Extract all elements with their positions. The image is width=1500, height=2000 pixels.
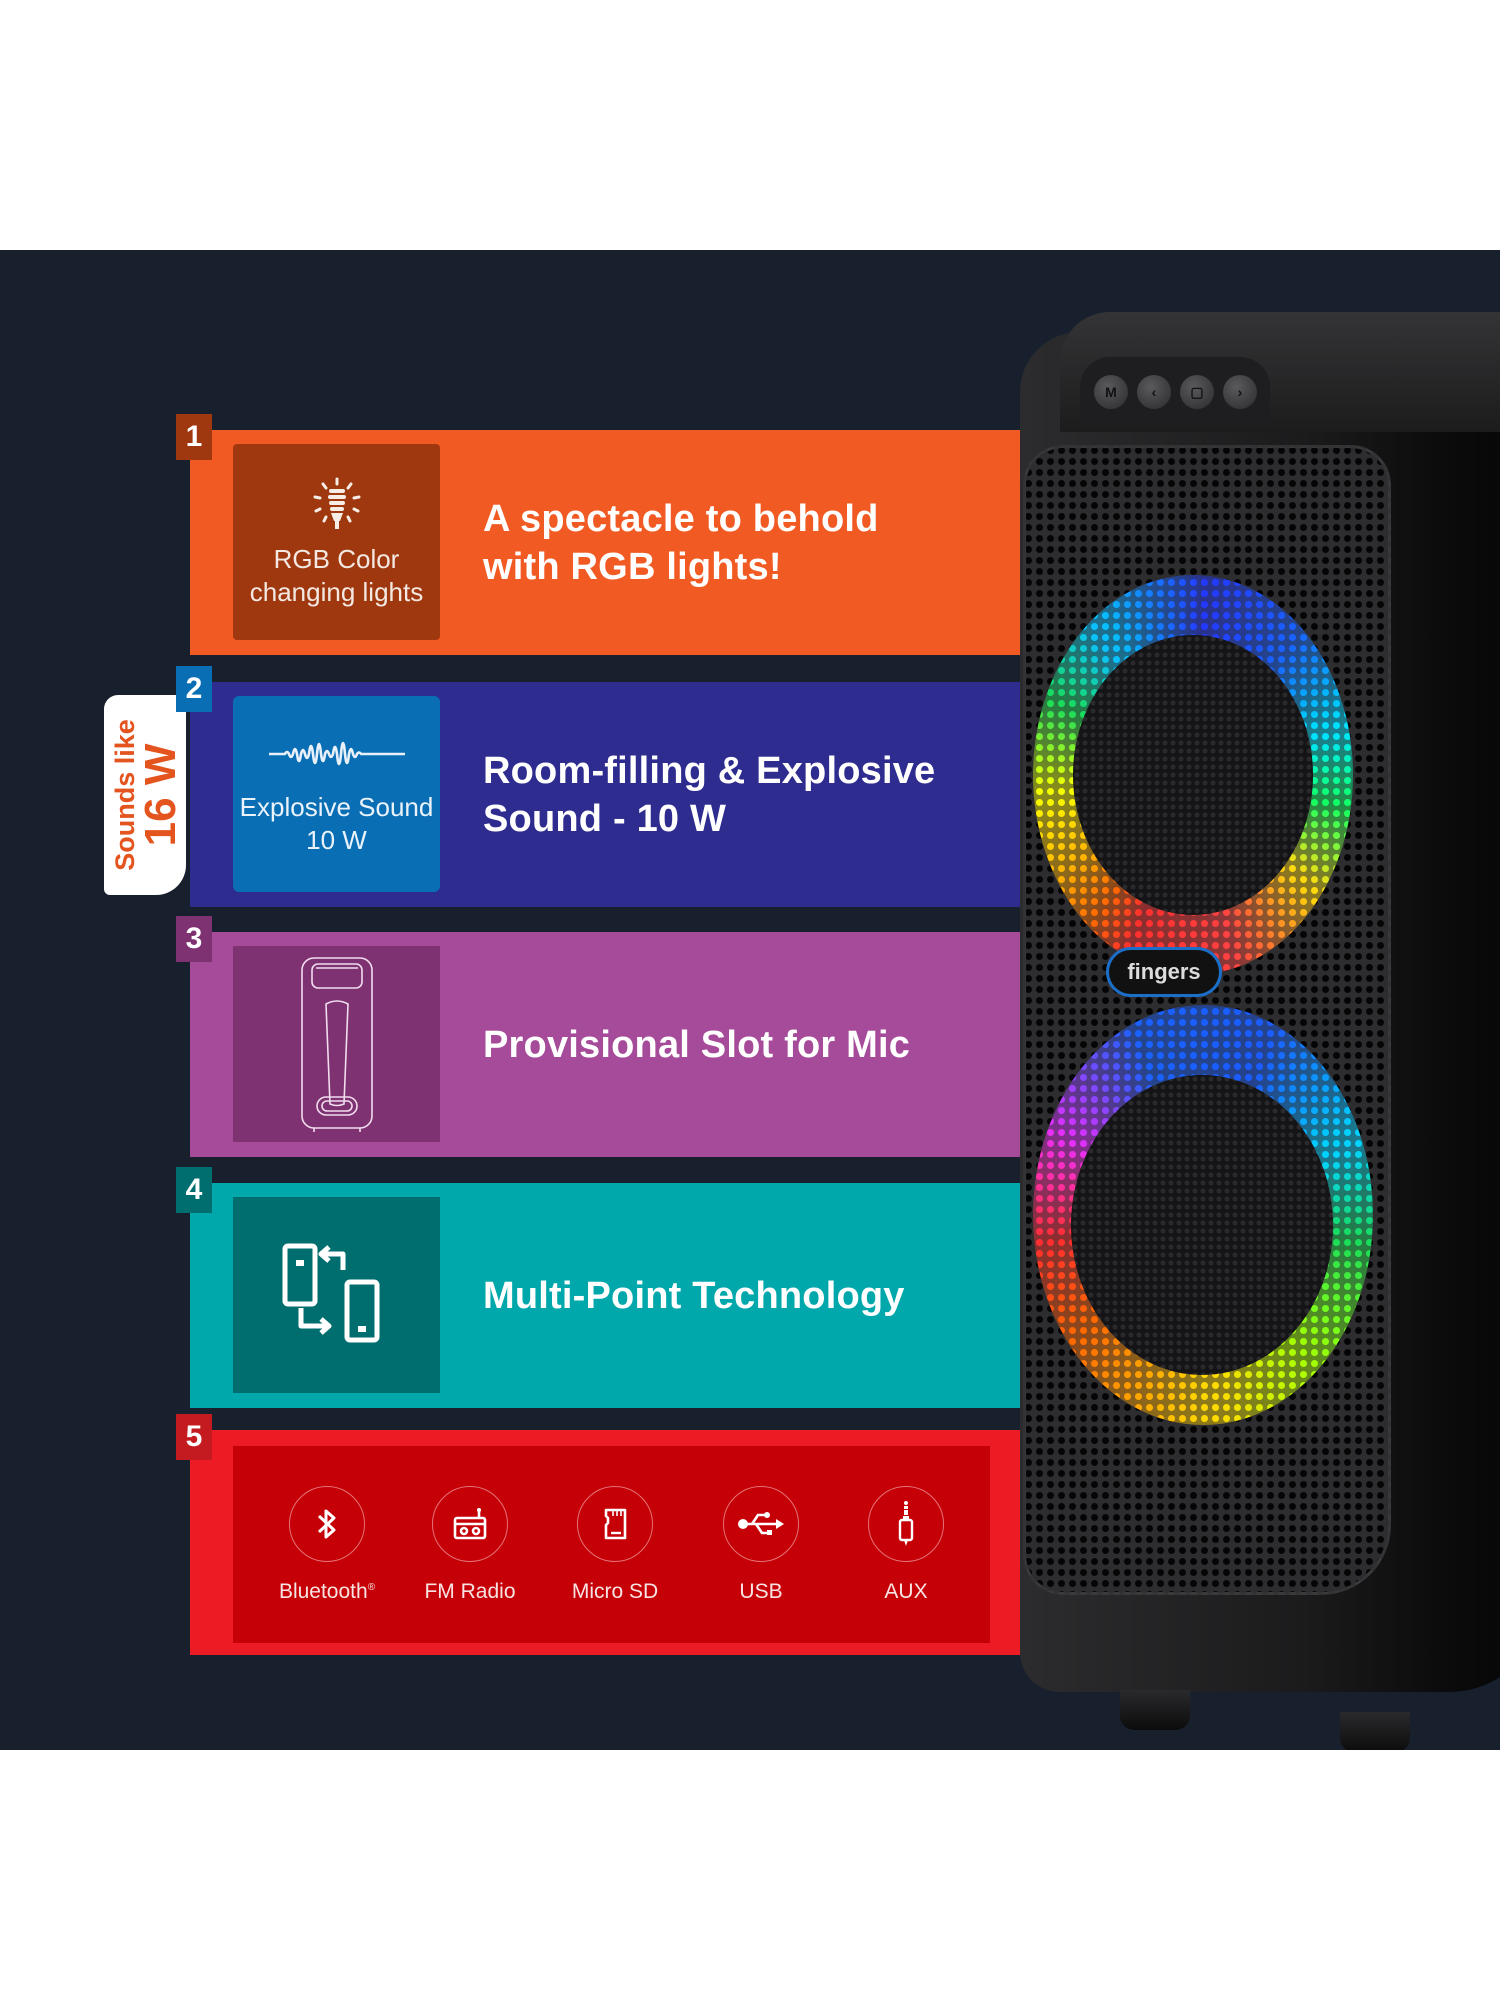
previous-button-icon: ‹ [1137, 375, 1171, 409]
icon-ring [289, 1486, 365, 1562]
aux-jack-icon [898, 1501, 914, 1546]
feature-number: 5 [176, 1414, 212, 1460]
brand-logo: fingers [1109, 950, 1219, 994]
badge-background [104, 695, 186, 895]
grille-perforation [1023, 445, 1391, 1595]
feature-headline: Room-filling & Explosive Sound - 10 W [483, 682, 935, 907]
connectivity-usb: USB [711, 1486, 811, 1604]
headline-line-1: Room-filling & Explosive [483, 749, 936, 792]
feature-panel-multipoint: 4 Multi-Point Technology [176, 1167, 1050, 1408]
connectivity-label: Micro SD [571, 1580, 659, 1603]
sounds-like-badge: Sounds like 16 W [100, 695, 192, 895]
feature-number: 1 [176, 414, 212, 460]
feature-number: 4 [176, 1167, 212, 1213]
sd-card-icon [604, 1508, 627, 1540]
sound-wave-icon [268, 741, 405, 766]
badge-text: Sounds like 16 W [110, 719, 185, 871]
feature-panel-mic-slot: 3 Provisional Slot for Mic [176, 916, 1050, 1157]
connectivity-label: AUX [884, 1580, 928, 1603]
connectivity-aux: AUX [856, 1486, 956, 1604]
feature-caption-line-1: RGB Color [273, 544, 400, 574]
headline-line-2: Sound - 10 W [483, 797, 727, 840]
multi-device-sync-icon [282, 1243, 379, 1343]
feature-headline: A spectacle to behold with RGB lights! [483, 430, 879, 655]
badge-line-2: 16 W [136, 743, 185, 847]
icon-ring [723, 1486, 799, 1562]
connectivity-bluetooth: Bluetooth® [277, 1486, 377, 1604]
speaker-foot-right [1340, 1712, 1410, 1750]
connectivity-label: USB [739, 1580, 783, 1603]
feature-panel-rgb-lights: 1 [176, 414, 1050, 655]
feature-icon-box [233, 1197, 440, 1393]
connectivity-label: FM Radio [424, 1580, 516, 1603]
feature-number: 3 [176, 916, 212, 962]
mode-button-icon: M [1094, 375, 1128, 409]
next-button-icon: › [1223, 375, 1257, 409]
woofer-bottom [1071, 1075, 1333, 1375]
infographic-stage: Sounds like 16 W 1 [0, 250, 1500, 1750]
speaker-mic-slot-icon [300, 956, 373, 1132]
speaker-control-bar: M ‹ ▢ › [1080, 357, 1270, 427]
feature-headline: Provisional Slot for Mic [483, 1023, 911, 1066]
feature-icon-box: RGB Color changing lights [233, 444, 440, 640]
connectivity-box: Bluetooth® FM Radio [233, 1446, 990, 1643]
play-pause-button-icon: ▢ [1180, 375, 1214, 409]
speaker-foot-left [1120, 1690, 1190, 1730]
feature-headline: Multi-Point Technology [483, 1274, 905, 1317]
usb-icon [738, 1512, 784, 1535]
light-bulb-icon [313, 477, 360, 529]
feature-panel-explosive-sound: 2 Explosive Sound 10 W Room-filling & Ex… [176, 666, 1050, 907]
radio-icon [453, 1508, 487, 1540]
feature-panel-connectivity: 5 Bluetooth® [176, 1414, 1050, 1655]
headline-line-2: with RGB lights! [483, 545, 782, 588]
icon-ring [432, 1486, 508, 1562]
feature-icon-box: Explosive Sound 10 W [233, 696, 440, 892]
connectivity-fm-radio: FM Radio [420, 1486, 520, 1604]
bluetooth-icon [317, 1509, 336, 1539]
icon-ring [868, 1486, 944, 1562]
feature-caption-line-2: 10 W [306, 825, 367, 855]
feature-number: 2 [176, 666, 212, 712]
speaker-grille: fingers [1023, 445, 1391, 1595]
woofer-top [1073, 635, 1313, 915]
feature-caption-line-1: Explosive Sound [239, 792, 434, 822]
icon-ring [577, 1486, 653, 1562]
speaker-product-image: M ‹ ▢ › fingers [1020, 312, 1500, 1750]
connectivity-micro-sd: Micro SD [565, 1486, 665, 1604]
feature-icon-box [233, 946, 440, 1142]
headline-line-1: A spectacle to behold [483, 497, 879, 540]
feature-caption-line-2: changing lights [249, 577, 424, 607]
connectivity-label: Bluetooth® [278, 1580, 376, 1603]
